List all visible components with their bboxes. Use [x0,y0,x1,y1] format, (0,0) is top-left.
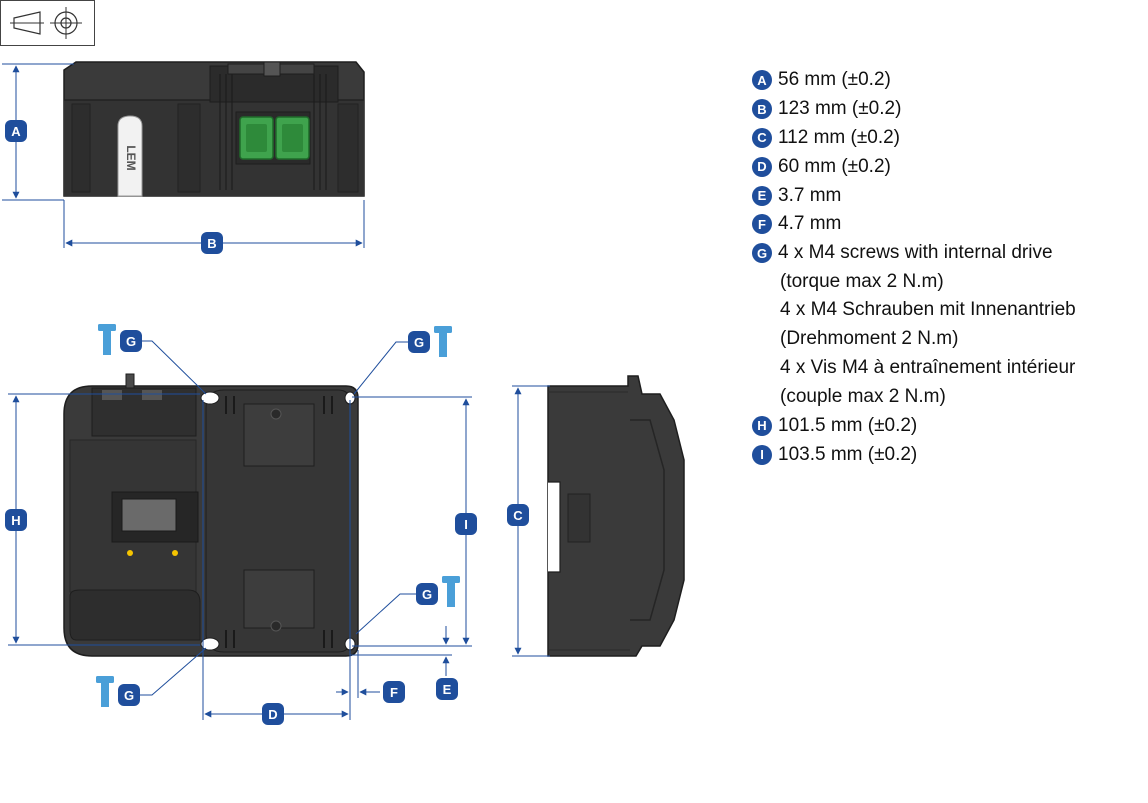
projection-symbol-icon [0,0,95,46]
svg-text:B: B [207,236,216,251]
legend-badge: E [752,185,772,206]
svg-text:H: H [11,513,20,528]
legend-item-g-line: (Drehmoment 2 N.m) [780,328,959,350]
badge-f: F [383,681,405,703]
svg-text:G: G [124,688,134,703]
badge-h: H [5,509,27,531]
badge-g-top-left: G [120,330,142,352]
screw-icon [98,324,116,355]
badge-b: B [201,232,223,254]
badge-i: I [455,513,477,535]
legend-badge: D [752,156,772,177]
leader-lines [140,340,416,696]
legend-text: 101.5 mm (±0.2) [778,414,918,436]
legend-badge: B [752,99,772,120]
legend-item-h: H 101.5 mm (±0.2) [752,412,1144,441]
svg-text:D: D [268,707,277,722]
badge-c: C [507,504,529,526]
legend-text: 4 x M4 screws with internal drive [778,242,1053,264]
badge-g-mid-right: G [416,583,438,605]
legend-item-d: D 60 mm (±0.2) [752,152,1144,181]
screw-icon [96,676,114,707]
legend-item-g-line: 4 x M4 Schrauben mit Innenantrieb [780,299,1076,321]
screw-icon [434,326,452,357]
svg-text:A: A [11,124,21,139]
legend-item-a: A 56 mm (±0.2) [752,66,1144,95]
legend-badge: I [752,444,772,465]
legend-badge: C [752,127,772,148]
badge-e: E [436,678,458,700]
lem-logo: LEM [124,145,138,170]
dimension-legend: A 56 mm (±0.2) B 123 mm (±0.2) C 112 mm (±0… [752,66,1144,469]
svg-text:I: I [464,517,468,532]
badge-a: A [5,120,27,142]
legend-text: 123 mm (±0.2) [778,98,902,120]
legend-text: 56 mm (±0.2) [778,69,891,91]
legend-item-g: G 4 x M4 screws with internal drive [752,239,1144,268]
svg-text:C: C [513,508,523,523]
legend-item-c: C 112 mm (±0.2) [752,124,1144,153]
legend-text: 103.5 mm (±0.2) [778,443,918,465]
front-view: LEM [63,61,365,197]
legend-item-b: B 123 mm (±0.2) [752,95,1144,124]
legend-text: 60 mm (±0.2) [778,155,891,177]
svg-text:E: E [443,682,452,697]
svg-text:G: G [422,587,432,602]
legend-item-g-line: (couple max 2 N.m) [780,385,946,407]
side-view [547,375,685,657]
svg-text:F: F [390,685,398,700]
legend-badge: G [752,243,772,264]
legend-item-i: I 103.5 mm (±0.2) [752,440,1144,469]
legend-badge: F [752,214,772,235]
legend-item-e: E 3.7 mm [752,181,1144,210]
legend-badge: A [752,70,772,91]
svg-text:G: G [126,334,136,349]
screw-icon [442,576,460,607]
dim-offset-f [336,650,380,698]
dim-top-hole-height [352,396,472,647]
legend-item-f: F 4.7 mm [752,210,1144,239]
dim-offset-e [350,626,452,676]
badge-g-top-right: G [408,331,430,353]
top-view [63,373,359,657]
badge-g-bottom-left: G [118,684,140,706]
legend-badge: H [752,415,772,436]
badge-d: D [262,703,284,725]
legend-item-g-line: (torque max 2 N.m) [780,270,944,292]
svg-text:G: G [414,335,424,350]
legend-text: 3.7 mm [778,184,842,206]
legend-text: 112 mm (±0.2) [778,126,900,148]
legend-item-g-line: 4 x Vis M4 à entraînement intérieur [780,356,1076,378]
legend-text: 4.7 mm [778,213,842,235]
